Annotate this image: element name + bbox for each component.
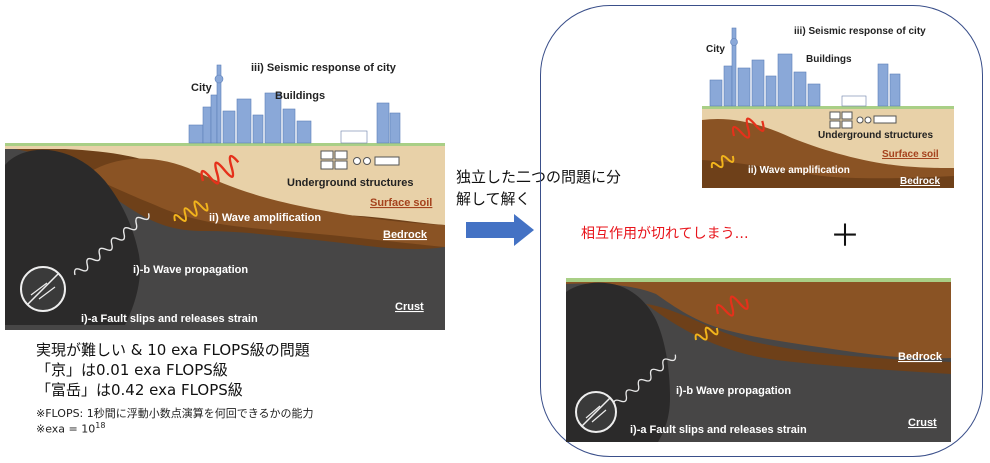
caption-line-3: 「富岳」は0.42 exa FLOPS級 (36, 381, 243, 399)
bedrock-label: Bedrock (898, 351, 943, 363)
seismic-response-wave-icon (715, 295, 749, 317)
surface-soil-label: Surface soil (370, 197, 432, 209)
caption-line-1: 実現が難しい & 10 exa FLOPS級の問題 (36, 341, 310, 359)
seismic-response-label: iii) Seismic response of city (794, 26, 926, 37)
underground-structures-label: Underground structures (287, 177, 414, 189)
seismic-response-wave-icon (200, 154, 240, 185)
interaction-lost-note: 相互作用が切れてしまう… (581, 226, 749, 242)
exa-note: ※exa = 1018 (36, 421, 105, 436)
exa-note-text: ※exa = 10 (36, 422, 96, 436)
wave-propagation-label: i)-b Wave propagation (676, 385, 791, 397)
buildings-label: Buildings (806, 54, 852, 65)
seismic-response-label: iii) Seismic response of city (251, 62, 397, 74)
underground-structures-label: Underground structures (818, 130, 933, 141)
wave-amplification-icon (694, 326, 719, 341)
city-label: City (706, 44, 725, 55)
crust-label: Crust (908, 417, 937, 429)
plus-sign: ＋ (830, 219, 860, 254)
arrow-label-line-1: 独立した二つの問題に分 (456, 168, 622, 186)
wave-propagation-label: i)-b Wave propagation (133, 264, 248, 276)
flops-note: ※FLOPS: 1秒間に浮動小数点演算を何回できるかの能力 (36, 407, 314, 420)
full-earthquake-diagram: City iii) Seismic response of city Build… (5, 62, 445, 330)
arrow-label-line-2: 解して解く (456, 190, 531, 208)
wave-amplification-label: ii) Wave amplification (209, 212, 321, 224)
crust-label: Crust (395, 301, 424, 313)
city-label: City (191, 82, 213, 94)
wave-amplification-icon (710, 155, 735, 169)
wave-propagation-icon (73, 213, 150, 276)
decompose-arrow (466, 214, 534, 246)
buildings-label: Buildings (275, 90, 325, 102)
wave-propagation-icon (613, 354, 677, 407)
city-skyline (188, 64, 401, 144)
fault-slip-label: i)-a Fault slips and releases strain (630, 424, 807, 436)
caption-line-2: 「京」は0.01 exa FLOPS級 (36, 361, 228, 379)
exa-note-exponent: 18 (95, 421, 106, 430)
wave-propagation-diagram: Bedrock i)-b Wave propagation i)-a Fault… (566, 278, 951, 442)
fault-slip-label: i)-a Fault slips and releases strain (81, 313, 258, 325)
fault-slip-icon (20, 266, 66, 312)
fault-slip-icon (575, 391, 617, 433)
wave-amplification-icon (173, 200, 209, 222)
wave-amplification-label: ii) Wave amplification (748, 165, 850, 176)
seismic-response-wave-icon (731, 117, 765, 139)
underground-structures-icon (829, 111, 897, 129)
underground-structures-icon (320, 150, 400, 170)
city-skyline (709, 27, 901, 107)
decomposed-problems-frame (540, 5, 983, 457)
bedrock-label: Bedrock (383, 229, 428, 241)
bedrock-label: Bedrock (900, 176, 940, 187)
surface-soil-label: Surface soil (882, 149, 939, 160)
city-response-diagram: City iii) Seismic response of city Build… (702, 26, 954, 188)
